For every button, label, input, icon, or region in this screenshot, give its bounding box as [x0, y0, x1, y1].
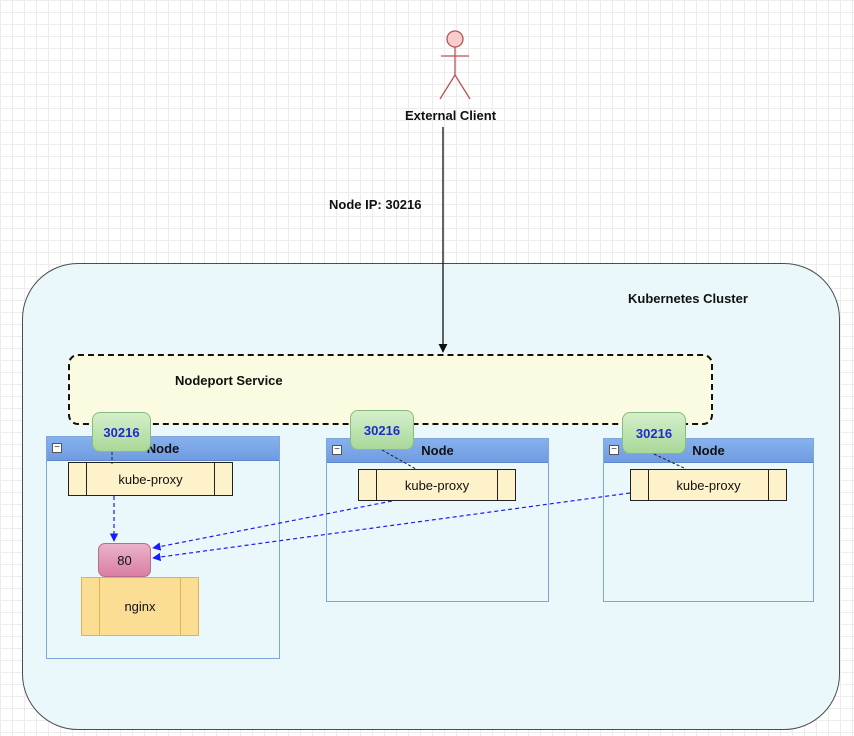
proxy-to-pod-link-2	[152, 500, 393, 551]
proxy-to-pod-link-3	[152, 492, 631, 562]
node-1-title: Node	[146, 441, 180, 456]
service-label: Nodeport Service	[175, 373, 283, 388]
nodeport-badge-1[interactable]: 30216	[92, 412, 151, 452]
kube-proxy-3[interactable]: kube-proxy	[630, 469, 787, 501]
request-edge-label: Node IP: 30216	[329, 197, 422, 212]
collapse-icon[interactable]: −	[609, 445, 619, 455]
nodeport-badge-2[interactable]: 30216	[350, 410, 414, 450]
pod-port-80[interactable]: 80	[98, 543, 151, 577]
nodeport-badge-3[interactable]: 30216	[622, 412, 686, 454]
external-client-label: External Client	[405, 108, 497, 123]
collapse-icon[interactable]: −	[332, 445, 342, 455]
external-client-actor-icon[interactable]	[439, 30, 471, 100]
port-to-proxy-link-2	[381, 449, 417, 470]
node-3-title: Node	[692, 443, 725, 458]
node-1-header: Node	[47, 437, 279, 461]
port-to-proxy-link-3	[653, 453, 687, 470]
node-1[interactable]: Node −	[46, 436, 280, 659]
collapse-icon[interactable]: −	[52, 443, 62, 453]
kube-proxy-1[interactable]: kube-proxy	[68, 462, 233, 496]
kube-proxy-2[interactable]: kube-proxy	[358, 469, 516, 501]
nginx-container[interactable]: nginx	[81, 577, 199, 636]
cluster-label: Kubernetes Cluster	[628, 291, 748, 306]
node-2-title: Node	[421, 443, 454, 458]
